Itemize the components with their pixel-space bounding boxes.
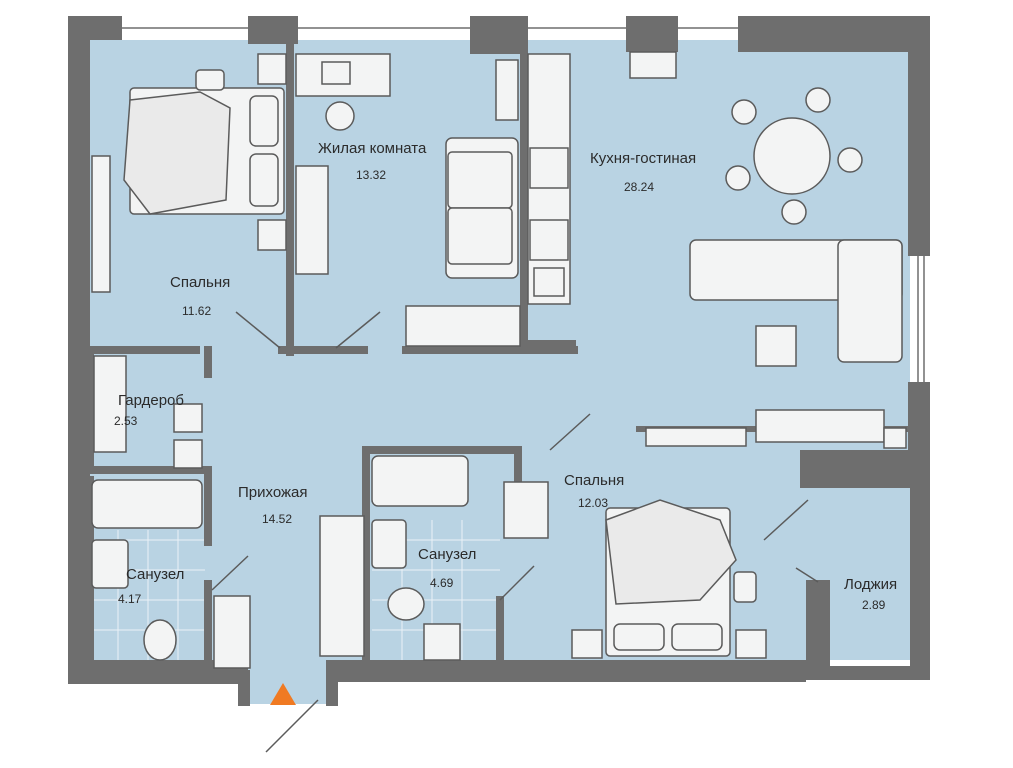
shelf-lr [405,305,521,347]
chair-k2 [805,87,831,113]
wardrobe-hall [319,515,365,657]
slippers-1 [195,69,225,91]
room-name-bedroom-1: Спальня [170,274,231,291]
shoe-rack [213,595,251,669]
room-area-wardrobe: 2.53 [114,414,138,428]
room-area-hallway: 14.52 [262,512,293,526]
chair-k4 [725,165,751,191]
nightstand-2b [735,629,767,659]
room-area-bathroom-2: 4.69 [430,576,454,590]
sink-b2 [371,519,407,569]
pillow-2b [671,623,723,651]
room-name-wardrobe: Гардероб [118,392,184,409]
sofa-lr-seat-b [447,207,513,265]
washer [423,623,461,661]
bathtub-2 [371,455,469,507]
blanket-2 [605,499,737,605]
room-area-loggia: 2.89 [862,598,886,612]
room-area-bathroom-1: 4.17 [118,592,142,606]
wardrobe-b2 [503,481,549,539]
chair-k3 [837,147,863,173]
toilet-2 [387,587,425,621]
slippers-2 [733,571,757,603]
sofa-k-corner [837,239,903,363]
wardrobe-shelf-b [173,439,203,469]
desk-chair [325,101,355,131]
room-name-bathroom-2: Санузел [418,546,477,563]
fridge-shelf [495,59,519,121]
pillow-1b [249,153,279,207]
pillow-2a [613,623,665,651]
room-area-bedroom-1: 11.62 [182,304,212,318]
sink-k [533,267,565,297]
room-name-hallway: Прихожая [238,484,308,501]
dining-table [753,117,831,195]
laptop [321,61,351,85]
pillow-1a [249,95,279,147]
bathtub-1 [91,479,203,529]
triangle-arrow-icon [270,683,296,705]
room-area-kitchen: 28.24 [624,180,655,194]
chair-k5 [781,199,807,225]
wardrobe-b1 [91,155,111,293]
nightstand-1b [257,219,287,251]
nightstand-2a [571,629,603,659]
walls [68,16,930,706]
door-swings [211,311,819,753]
furniture [91,51,907,669]
room-name-bathroom-1: Санузел [126,566,185,583]
hob [529,147,569,189]
shelf-k [645,427,747,447]
nightstand-1a [257,53,287,85]
floor-loggia [820,480,910,660]
room-name-bedroom-2: Спальня [564,472,625,489]
toilet-1 [143,619,177,661]
coffee-table [755,325,797,367]
room-area-bedroom-2: 12.03 [578,496,609,510]
tv-cabinet [755,409,885,443]
blanket-1 [123,91,231,215]
chair-k1 [731,99,757,125]
room-area-living-room: 13.32 [356,168,387,182]
tv-stand-lr [295,165,329,275]
wardrobe-rail [93,355,127,453]
oven [529,219,569,261]
room-name-loggia: Лоджия [844,576,898,593]
windows [122,27,925,666]
sink-b1 [91,539,129,589]
stove-icon-box [629,51,677,79]
sofa-lr-seat-a [447,151,513,209]
wardrobe-shelf-a [173,403,203,433]
room-name-living-room: Жилая комната [318,140,427,157]
plant-k [883,427,907,449]
room-name-kitchen: Кухня-гостиная [590,150,697,167]
